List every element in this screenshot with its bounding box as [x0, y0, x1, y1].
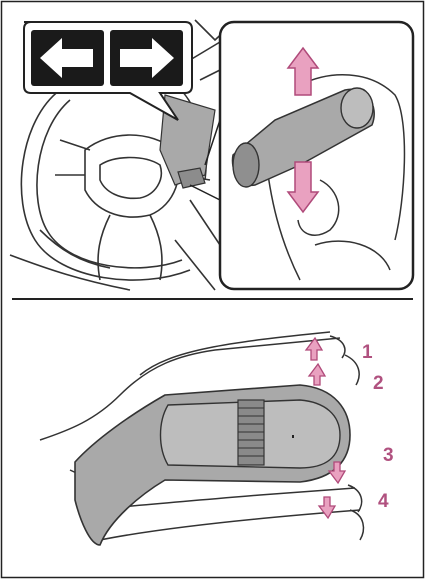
inset-pointer-line-2: [190, 185, 220, 200]
position-label-3: 3: [383, 446, 394, 465]
position-label-2: 2: [373, 374, 384, 393]
inset-lever-tip: [341, 88, 373, 128]
position-label-1: 1: [362, 343, 373, 362]
position-4-down-arrow-icon: [319, 497, 335, 518]
position-label-4: 4: [378, 492, 389, 511]
position-2-up-arrow-icon: [309, 364, 325, 385]
inset-lever-base: [233, 143, 259, 187]
